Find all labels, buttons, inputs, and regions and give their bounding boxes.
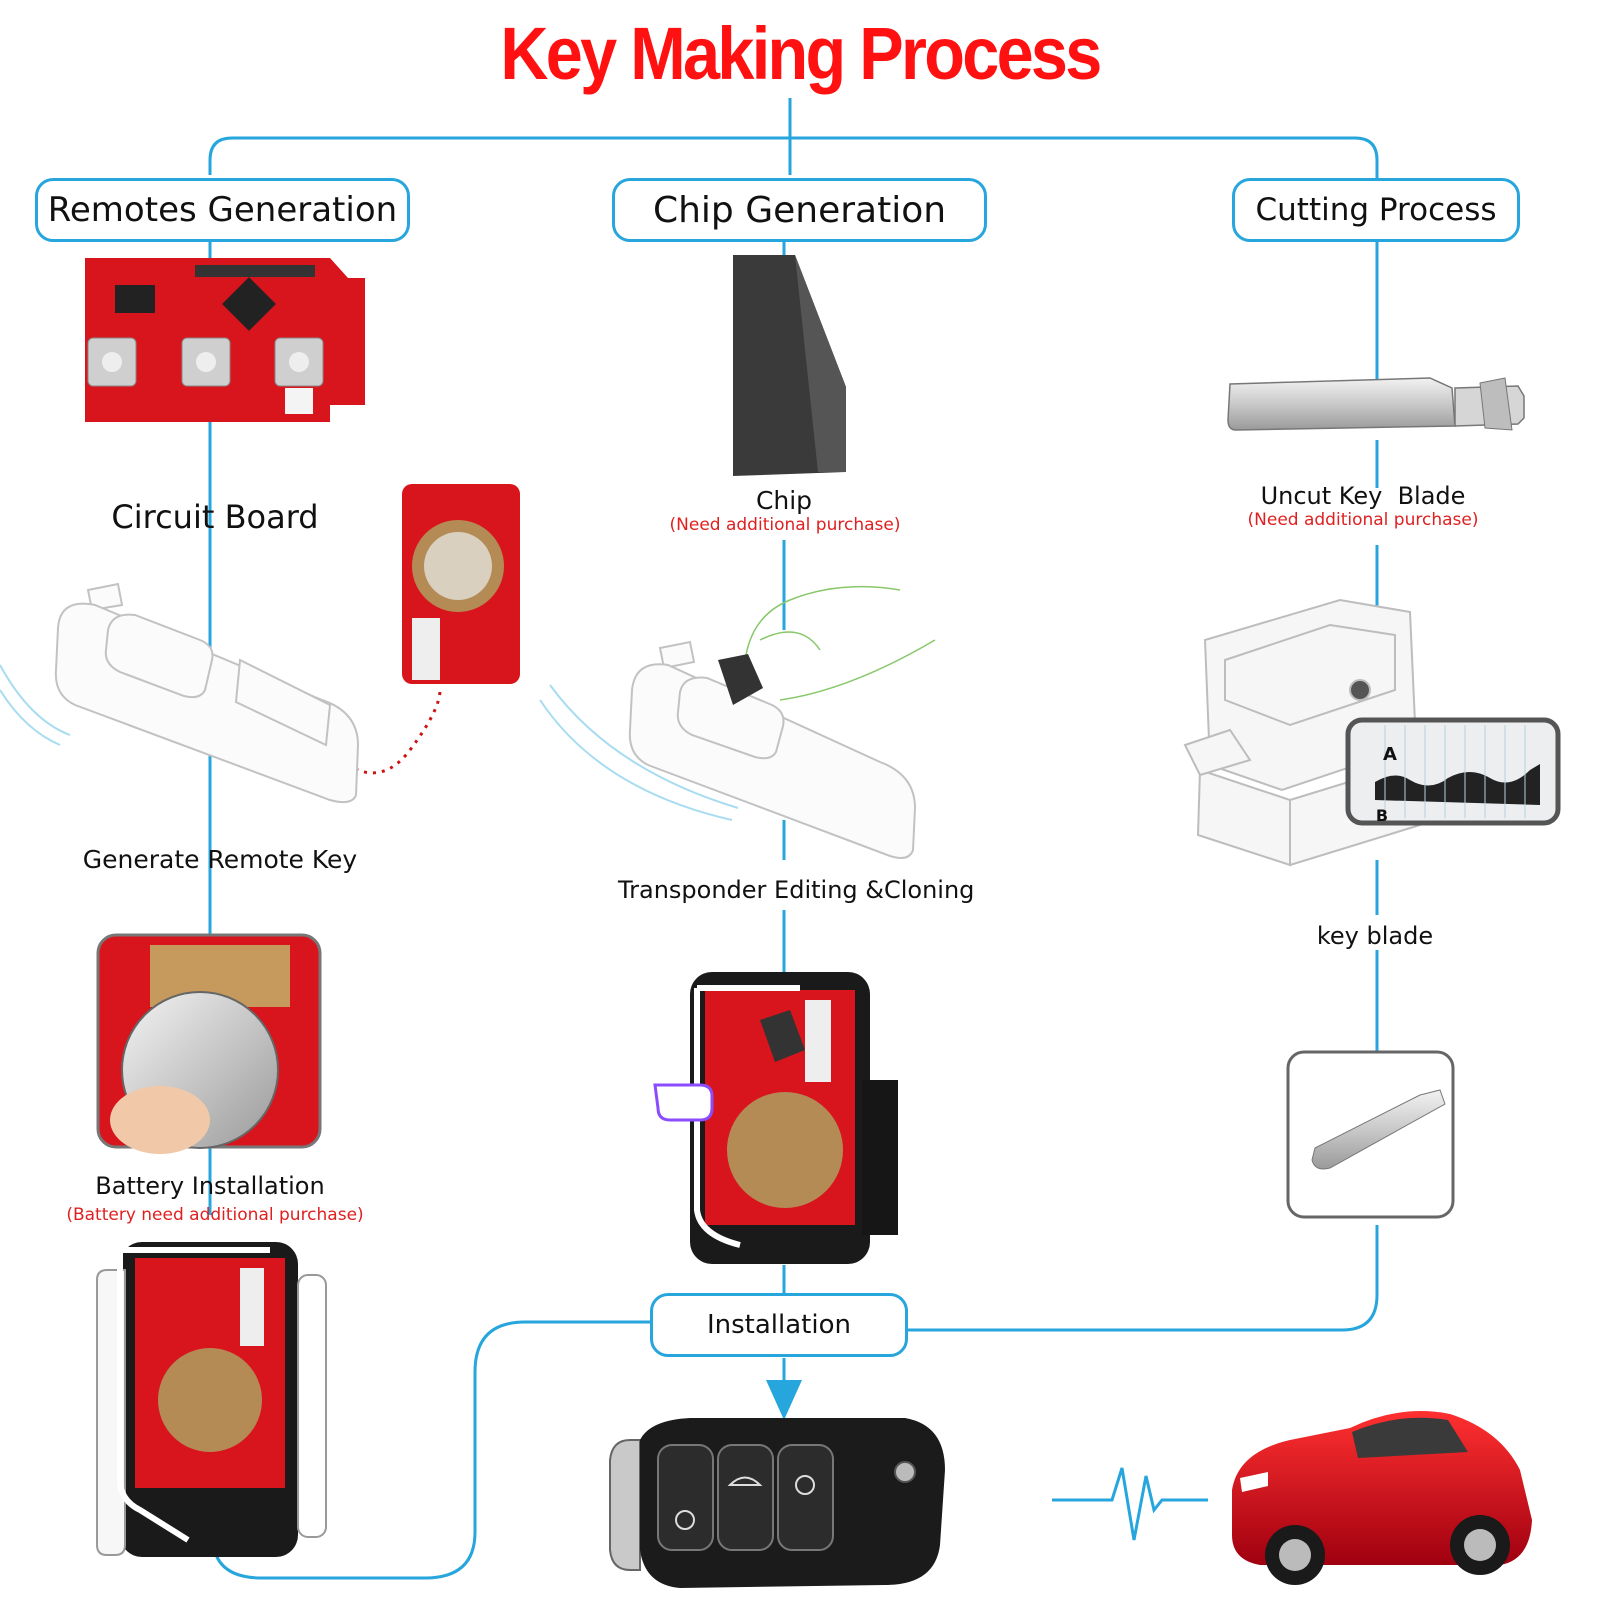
- cutting-process-header: Cutting Process: [1232, 178, 1520, 242]
- chip-note: (Need additional purchase): [669, 515, 901, 535]
- transponder-chip-icon: [733, 255, 846, 476]
- cut-profile-b-label: B: [1375, 806, 1389, 825]
- remote-case-left-icon: [96, 1242, 327, 1557]
- blade-photo-icon: [1286, 1050, 1455, 1219]
- uncut-key-blade-note: (Need additional purchase): [1247, 510, 1479, 530]
- battery-installation-label: Battery Installation: [95, 1172, 325, 1200]
- cut-profile-panel: [1345, 717, 1561, 826]
- remotes-generation-label: Remotes Generation: [47, 190, 398, 230]
- key-blade-label: key blade: [1316, 922, 1434, 950]
- key-programmer-center: [628, 640, 917, 859]
- installation-label: Installation: [706, 1310, 851, 1340]
- key-blade-icon: [1227, 377, 1525, 431]
- page-title: Key Making Process: [500, 12, 1102, 95]
- installation-box: Installation: [650, 1293, 908, 1357]
- uncut-key-blade-label: Uncut Key Blade: [1260, 482, 1466, 510]
- arrow-down-icon: [766, 1380, 802, 1420]
- cutting-process-label: Cutting Process: [1255, 192, 1497, 228]
- circuit-board-label: Circuit Board: [111, 498, 319, 536]
- signal-waves: [0, 664, 739, 821]
- chip-label: Chip: [755, 486, 813, 515]
- chip-generation-header: Chip Generation: [612, 178, 987, 242]
- hand-outline: [742, 585, 936, 701]
- flip-key-icon: [609, 1418, 945, 1588]
- generate-remote-key-label: Generate Remote Key: [82, 845, 358, 874]
- circuit-board-icon: [85, 258, 365, 422]
- cut-profile-a-label: A: [1383, 744, 1397, 765]
- battery-installation-note: (Battery need additional purchase): [66, 1205, 364, 1225]
- chip-generation-label: Chip Generation: [652, 189, 947, 231]
- pointer-hand-icon: [653, 1083, 714, 1122]
- remotes-generation-header: Remotes Generation: [35, 178, 410, 242]
- red-car-icon: [1232, 1411, 1532, 1585]
- chip-in-hand: [718, 654, 763, 705]
- transponder-editing-label: Transponder Editing &Cloning: [618, 876, 975, 904]
- mini-board-icon: [402, 484, 520, 684]
- battery-icon: [96, 933, 322, 1154]
- key-programmer-left: [54, 582, 360, 804]
- remote-case-center-icon: [690, 972, 898, 1264]
